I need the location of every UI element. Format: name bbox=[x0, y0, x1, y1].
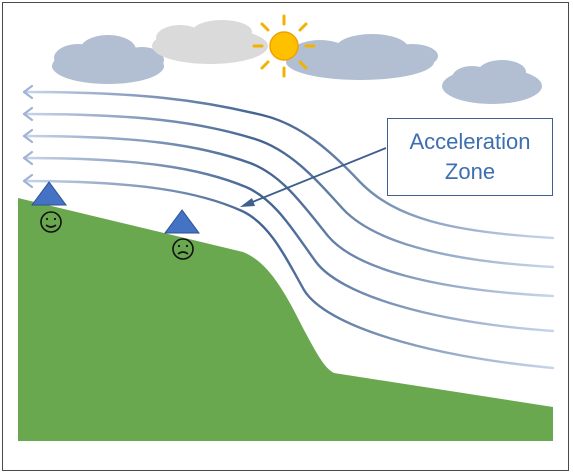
arrowhead-5 bbox=[22, 173, 34, 189]
triangle-icon bbox=[164, 209, 200, 234]
worried-person bbox=[164, 209, 200, 260]
wind-streamlines bbox=[22, 90, 555, 370]
cloud-icon bbox=[442, 60, 542, 104]
acceleration-zone-callout: Acceleration Zone bbox=[387, 118, 553, 196]
cloud-icon bbox=[286, 34, 438, 80]
diagram-border bbox=[2, 2, 569, 471]
streamline-2 bbox=[22, 112, 555, 269]
callout-pointer bbox=[240, 147, 387, 207]
streamline-4 bbox=[22, 156, 555, 333]
cloud-icon bbox=[52, 35, 164, 84]
arrowhead-4 bbox=[22, 150, 34, 166]
cloud-icon bbox=[152, 20, 268, 64]
triangle-icon bbox=[31, 181, 67, 206]
sun-icon bbox=[252, 14, 316, 78]
smiling-face-icon bbox=[40, 211, 62, 233]
arrowhead-3 bbox=[22, 128, 34, 144]
streamline-1 bbox=[22, 90, 555, 240]
wind-arrowheads bbox=[22, 84, 34, 189]
arrowhead-2 bbox=[22, 106, 34, 122]
streamline-5 bbox=[22, 179, 555, 370]
hill bbox=[18, 198, 553, 441]
happy-person bbox=[31, 181, 67, 233]
callout-line-2: Zone bbox=[444, 159, 496, 184]
arrowhead-1 bbox=[22, 84, 34, 100]
callout-line-1: Acceleration bbox=[409, 129, 531, 154]
frowning-face-icon bbox=[172, 238, 194, 260]
streamline-3 bbox=[22, 134, 555, 298]
